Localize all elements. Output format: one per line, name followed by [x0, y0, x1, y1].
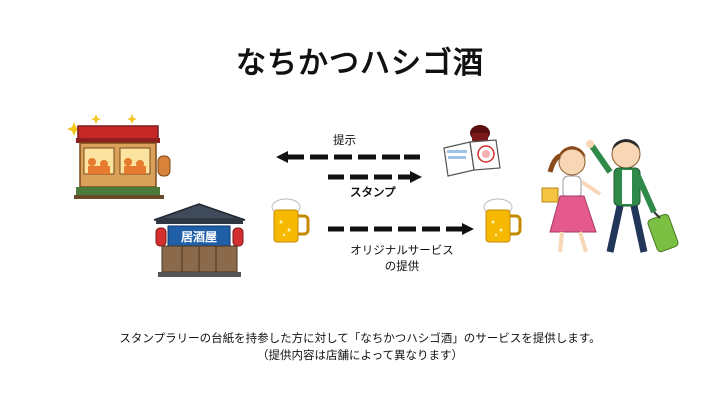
- arrow-present: [276, 151, 420, 163]
- travelers-illustration: [541, 139, 679, 253]
- service-label-line2: の提供: [384, 259, 420, 273]
- footer-line1: スタンプラリーの台紙を持参した方に対して「なちかつハシゴ酒」のサービスを提供しま…: [119, 331, 601, 345]
- footer-line2: （提供内容は店舗によって異なります）: [256, 348, 464, 362]
- present-label: 提示: [333, 133, 356, 147]
- slide-title: なちかつハシゴ酒: [236, 46, 484, 81]
- arrow-service: [328, 223, 474, 235]
- arrow-stamp: [328, 171, 422, 183]
- service-label-line1: オリジナルサービス: [350, 243, 454, 257]
- izakaya-illustration: [153, 203, 246, 277]
- beer-mug-right: [483, 198, 522, 243]
- beer-mug-left: [271, 198, 310, 243]
- stamp-card-illustration: [443, 125, 501, 177]
- izakaya-sign-text: 居酒屋: [180, 230, 217, 244]
- stamp-label: スタンプ: [350, 185, 396, 199]
- shop-illustration: [67, 114, 171, 199]
